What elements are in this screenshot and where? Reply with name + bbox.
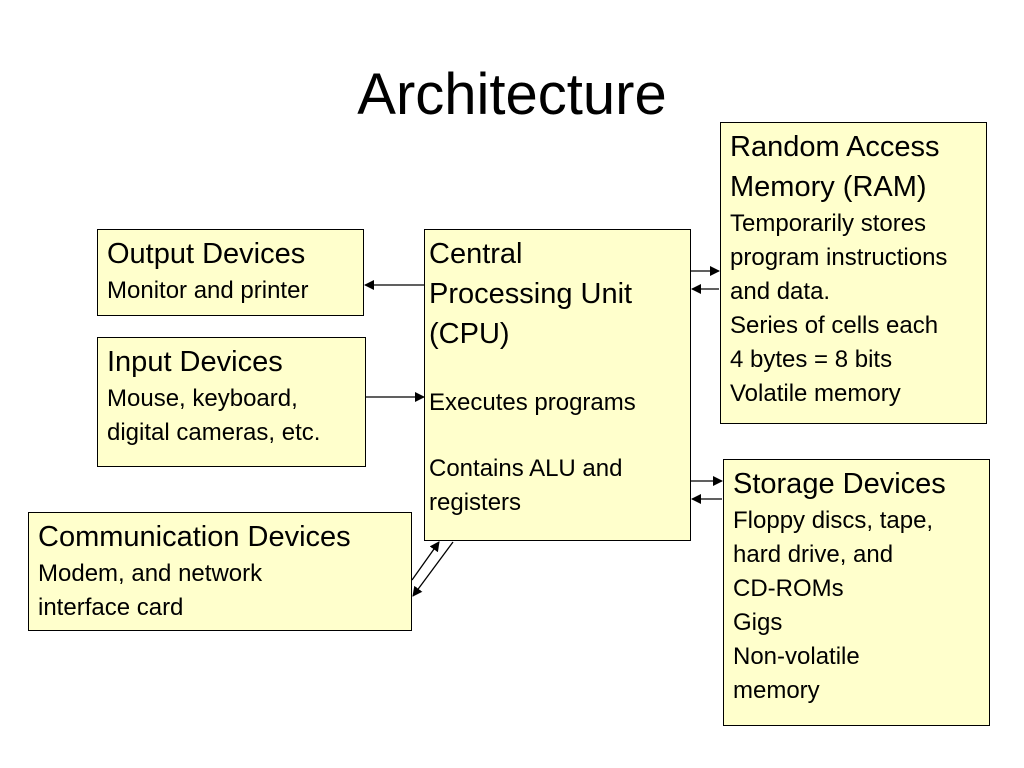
ram-line: Temporarily stores [730, 210, 927, 237]
output-devices-line: Monitor and printer [107, 277, 309, 304]
communication-devices-line: Modem, and network [38, 560, 263, 587]
communication-devices-heading: Communication Devices [38, 521, 351, 553]
cpu-to-communication-arrow [412, 541, 454, 597]
communication-devices-line: interface card [38, 594, 184, 621]
storage-devices-line: hard drive, and [733, 541, 894, 568]
cpu-box: Central Processing Unit (CPU) Executes p… [424, 229, 691, 541]
slide-title: Architecture [357, 62, 667, 127]
input-devices-heading: Input Devices [107, 346, 283, 378]
cpu-line: Contains ALU and [429, 455, 623, 482]
ram-box: Random Access Memory (RAM) Temporarily s… [720, 122, 987, 424]
storage-devices-heading: Storage Devices [733, 468, 946, 500]
ram-line: 4 bytes = 8 bits [730, 346, 893, 373]
output-devices-box: Output Devices Monitor and printer [97, 229, 364, 316]
storage-devices-line: Gigs [733, 609, 783, 636]
communication-devices-box: Communication Devices Modem, and network… [28, 512, 412, 631]
storage-devices-line: Non-volatile [733, 643, 860, 670]
output-devices-heading: Output Devices [107, 238, 306, 270]
cpu-heading-line: (CPU) [429, 318, 510, 350]
input-devices-line: digital cameras, etc. [107, 419, 321, 446]
cpu-heading-line: Central [429, 238, 523, 270]
ram-line: Volatile memory [730, 380, 901, 407]
ram-line: program instructions [730, 244, 948, 271]
cpu-line: registers [429, 489, 522, 516]
storage-devices-line: CD-ROMs [733, 575, 844, 602]
input-devices-box: Input Devices Mouse, keyboard, digital c… [97, 337, 366, 467]
input-devices-line: Mouse, keyboard, [107, 385, 298, 412]
storage-devices-box: Storage Devices Floppy discs, tape, hard… [723, 459, 990, 726]
cpu-line: Executes programs [429, 389, 636, 416]
storage-devices-line: Floppy discs, tape, [733, 507, 934, 534]
communication-to-cpu-arrow [411, 541, 440, 581]
ram-line: Series of cells each [730, 312, 939, 339]
ram-heading-line: Memory (RAM) [730, 171, 927, 203]
ram-line: and data. [730, 278, 831, 305]
ram-heading-line: Random Access [730, 131, 940, 163]
storage-devices-line: memory [733, 677, 820, 704]
cpu-heading-line: Processing Unit [429, 278, 633, 310]
